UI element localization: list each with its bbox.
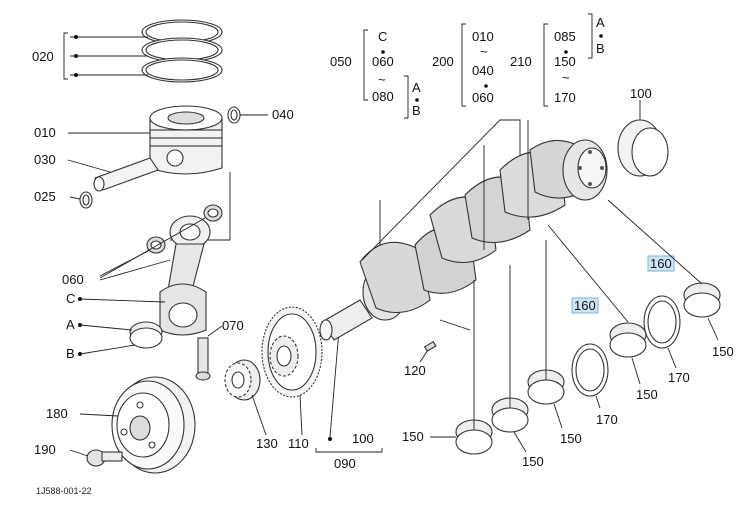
piston-rings[interactable] bbox=[141, 19, 223, 83]
svg-text:160: 160 bbox=[574, 298, 596, 313]
leader-lines bbox=[361, 119, 703, 430]
label-030[interactable]: 030 bbox=[34, 152, 56, 167]
svg-text:C: C bbox=[378, 29, 387, 44]
piston[interactable] bbox=[149, 105, 223, 175]
label-060[interactable]: 060 bbox=[62, 272, 84, 287]
bearing-150-1[interactable] bbox=[455, 419, 493, 455]
label-090[interactable]: 090 bbox=[334, 456, 356, 471]
label-100-top[interactable]: 100 bbox=[630, 86, 652, 101]
label-025[interactable]: 025 bbox=[34, 189, 56, 204]
svg-text:085: 085 bbox=[554, 29, 576, 44]
bearing-cap-A[interactable] bbox=[129, 321, 163, 349]
bolt-070[interactable] bbox=[195, 337, 211, 381]
svg-text:200: 200 bbox=[432, 54, 454, 69]
label-100-bottom[interactable]: 100 bbox=[352, 431, 374, 446]
svg-text:010: 010 bbox=[472, 29, 494, 44]
svg-text:~: ~ bbox=[480, 44, 488, 59]
svg-text:210: 210 bbox=[510, 54, 532, 69]
oil-seal-100[interactable] bbox=[617, 119, 669, 177]
rings-bracket bbox=[63, 32, 148, 80]
timing-gear-110[interactable] bbox=[261, 306, 323, 398]
label-160-b[interactable]: 160 bbox=[647, 255, 675, 272]
pulley-bolt[interactable] bbox=[86, 449, 123, 467]
thrust-washer-170-a[interactable] bbox=[571, 343, 609, 397]
label-190[interactable]: 190 bbox=[34, 442, 56, 457]
group-210[interactable]: 210 085 150 ~ 170 A B bbox=[510, 13, 605, 107]
label-010[interactable]: 010 bbox=[34, 125, 56, 140]
label-C[interactable]: C bbox=[66, 291, 75, 306]
bushing-060-a[interactable] bbox=[203, 204, 223, 222]
label-180[interactable]: 180 bbox=[46, 406, 68, 421]
connecting-rod[interactable] bbox=[159, 215, 211, 336]
svg-text:A: A bbox=[412, 80, 421, 95]
crank-gear-130[interactable] bbox=[224, 359, 261, 401]
circlip-040[interactable] bbox=[227, 106, 241, 124]
thrust-washer-170-b[interactable] bbox=[643, 295, 681, 349]
label-170-a[interactable]: 170 bbox=[596, 412, 618, 427]
svg-text:160: 160 bbox=[650, 256, 672, 271]
label-150-a[interactable]: 150 bbox=[402, 429, 424, 444]
figure-code: 1J588-001-22 bbox=[36, 486, 92, 496]
svg-text:~: ~ bbox=[562, 70, 570, 85]
svg-text:B: B bbox=[412, 103, 421, 118]
bearing-150-5[interactable] bbox=[683, 282, 721, 318]
label-150-b[interactable]: 150 bbox=[522, 454, 544, 469]
piston-pin[interactable] bbox=[93, 157, 159, 192]
crank-pulley[interactable] bbox=[111, 376, 196, 474]
label-110[interactable]: 110 bbox=[288, 436, 309, 451]
svg-text:080: 080 bbox=[372, 89, 394, 104]
bracket-090 bbox=[315, 448, 383, 453]
label-160-a[interactable]: 160 bbox=[571, 297, 599, 314]
group-200[interactable]: 200 010 ~ 040 060 bbox=[432, 23, 494, 107]
label-150-c[interactable]: 150 bbox=[560, 431, 582, 446]
group-050[interactable]: 050 C 060 ~ 080 A B bbox=[330, 29, 421, 119]
key-120[interactable] bbox=[423, 341, 437, 352]
svg-text:A: A bbox=[596, 15, 605, 30]
svg-text:060: 060 bbox=[372, 54, 394, 69]
label-170-b[interactable]: 170 bbox=[668, 370, 690, 385]
label-B[interactable]: B bbox=[66, 346, 75, 361]
label-130[interactable]: 130 bbox=[256, 436, 278, 451]
label-150-e[interactable]: 150 bbox=[712, 344, 734, 359]
svg-text:040: 040 bbox=[472, 63, 494, 78]
label-040[interactable]: 040 bbox=[272, 107, 294, 122]
label-150-d[interactable]: 150 bbox=[636, 387, 658, 402]
crankshaft[interactable] bbox=[319, 139, 608, 341]
svg-text:050: 050 bbox=[330, 54, 352, 69]
label-A[interactable]: A bbox=[66, 317, 75, 332]
svg-text:150: 150 bbox=[554, 54, 576, 69]
label-070[interactable]: 070 bbox=[222, 318, 244, 333]
bearing-150-3[interactable] bbox=[527, 369, 565, 405]
svg-text:060: 060 bbox=[472, 90, 494, 105]
svg-text:B: B bbox=[596, 41, 605, 56]
circlip-025[interactable] bbox=[79, 191, 93, 209]
bearing-150-2[interactable] bbox=[491, 397, 529, 433]
bearing-150-4[interactable] bbox=[609, 322, 647, 358]
svg-text:170: 170 bbox=[554, 90, 576, 105]
svg-text:~: ~ bbox=[378, 72, 386, 87]
label-020[interactable]: 020 bbox=[32, 49, 54, 64]
label-120[interactable]: 120 bbox=[404, 363, 426, 378]
